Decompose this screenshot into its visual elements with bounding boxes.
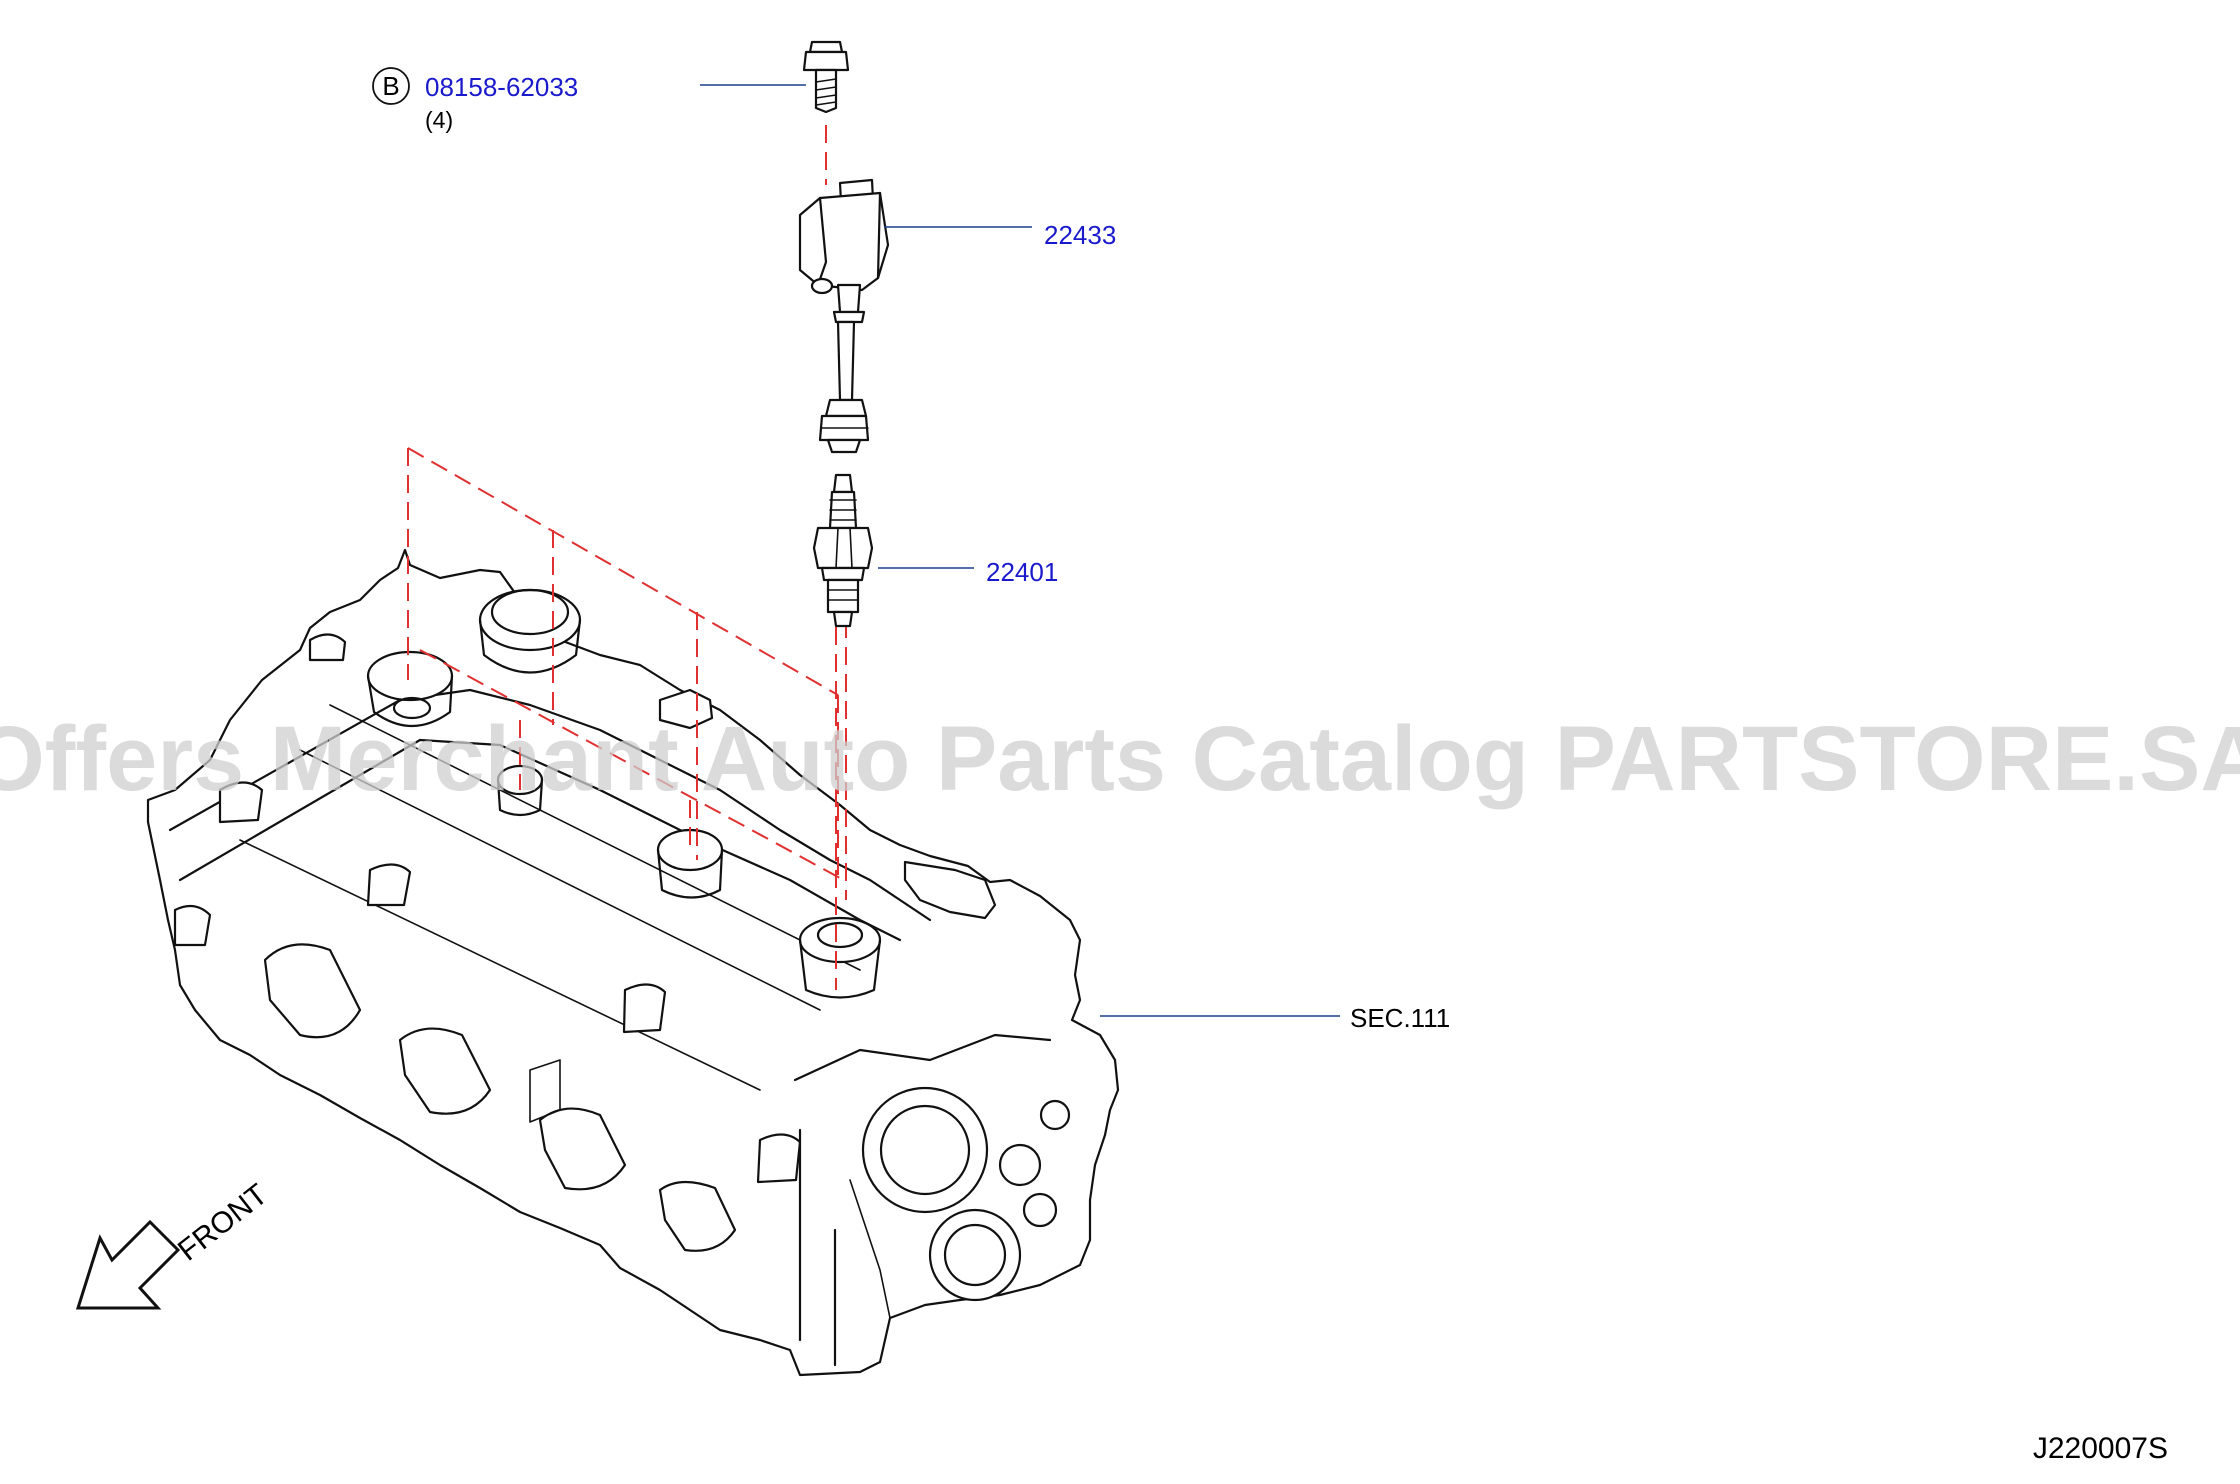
head-deck-inner — [178, 738, 902, 942]
bolt-drawing[interactable] — [802, 40, 850, 114]
plug-tube-boss-1 — [366, 650, 454, 728]
edge-bosses — [173, 633, 802, 1184]
diagram-code: J220007S — [2033, 1432, 2168, 1465]
ignition-coil-drawing[interactable] — [798, 178, 890, 454]
bolt-symbol-circle — [372, 67, 410, 105]
bolt-part-number-link[interactable]: 08158-62033 — [425, 72, 578, 102]
front-arrow-icon — [75, 1219, 181, 1310]
oil-filler-cap — [478, 588, 582, 674]
pcv-nipple — [658, 688, 714, 730]
leader-lines — [700, 84, 1340, 1017]
ignition-coil-part-number-link[interactable]: 22433 — [1044, 220, 1116, 250]
bolt-callout[interactable]: B 08158-62033 (4) — [372, 67, 578, 133]
alignment-guides — [407, 125, 847, 990]
spark-plug-part-number-link[interactable]: 22401 — [986, 557, 1058, 587]
side-ports — [263, 943, 737, 1252]
section-reference[interactable]: SEC.111 — [1350, 1003, 1450, 1033]
camshaft-line-3 — [239, 839, 761, 1091]
bolt-symbol: B — [382, 71, 399, 101]
front-face — [793, 1033, 1071, 1367]
spark-plug-drawing[interactable] — [812, 473, 874, 628]
front-direction-indicator: FRONT — [75, 1178, 274, 1310]
watermark-text: Offers Merchant Auto Parts Catalog PARTS… — [0, 708, 2240, 810]
camshaft-line-1 — [299, 749, 821, 1011]
cylinder-head-drawing[interactable] — [146, 548, 1120, 1377]
camshaft-line-2 — [329, 704, 861, 971]
breather-pipe — [903, 860, 997, 920]
front-label: FRONT — [172, 1178, 274, 1268]
plug-tube-boss-4 — [798, 916, 882, 999]
bolt-quantity: (4) — [425, 107, 453, 133]
head-deck-edge — [168, 688, 932, 922]
